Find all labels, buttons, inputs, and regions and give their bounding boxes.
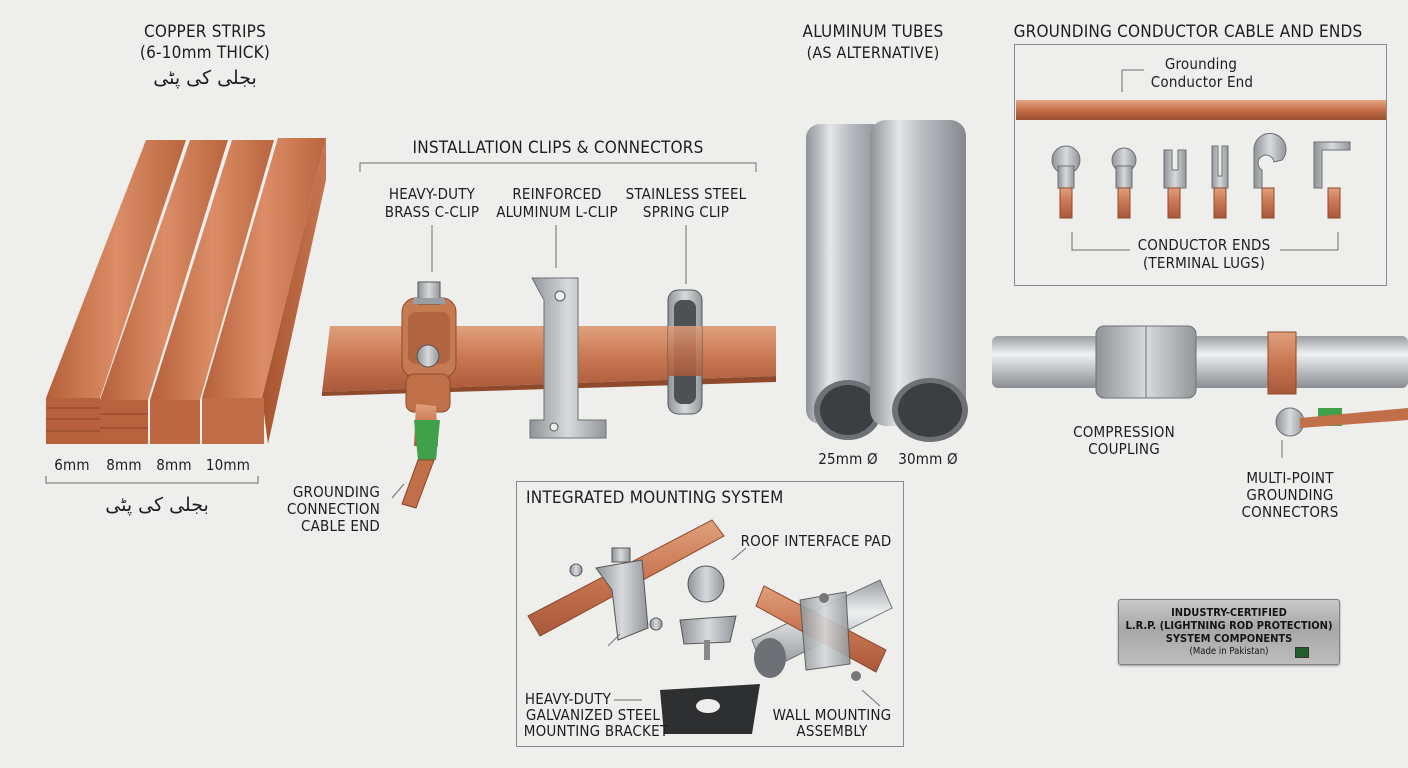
al-clip-label-line2: ALUMINUM L-CLIP [496,203,618,221]
copper-strips-title: COPPER STRIPS [143,22,267,42]
copper-strips-thickness: (6-10mm THICK) [139,43,271,63]
size-label-6mm: 6mm [54,456,90,474]
brass-clip-label-line2: BRASS C-CLIP [384,203,480,221]
plate-line3: SYSTEM COMPONENTS [1165,632,1293,645]
brass-c-clip [401,281,457,509]
tube-size-25mm: 25mm Ø [818,450,878,468]
size-label-8mm-a: 8mm [106,456,142,474]
coupling-label-line2: COUPLING [1088,440,1160,458]
roof-pad-label: ROOF INTERFACE PAD [740,532,892,550]
copper-size-bracket [45,476,259,484]
aluminum-tube-25mm [806,124,886,440]
bracket-label-line3: MOUNTING BRACKET [523,722,669,740]
grounding-cable-and-lugs [1016,69,1386,251]
aluminum-tubes-title-line1: ALUMINUM TUBES [802,22,944,42]
coupling-label-line1: COMPRESSION [1073,423,1175,441]
aluminum-l-clip [529,277,607,439]
multi-point-line3: CONNECTORS [1241,503,1339,521]
lugs-label-line1: CONDUCTOR ENDS [1137,236,1271,254]
cable-end-label-line3: CABLE END [300,517,380,535]
certification-plate: INDUSTRY-CERTIFIED L.R.P. (LIGHTNING ROD… [1118,599,1340,665]
mounting-system-illustration [527,519,893,734]
copper-strips-urdu-bottom: بجلی کی پٹی [105,494,209,516]
grounding-end-line2: Conductor End [1150,73,1254,91]
wall-mount-label-line2: ASSEMBLY [796,722,868,740]
aluminum-tubes-title-line2: (AS ALTERNATIVE) [806,43,940,62]
grounding-conductor-frame [1014,44,1387,286]
lugs-label-line2: (TERMINAL LUGS) [1142,254,1266,272]
tube-size-30mm: 30mm Ø [898,450,958,468]
clips-title-bracket [359,162,757,172]
plate-line4: (Made in Pakistan) [1189,646,1269,657]
leader-lines [391,225,687,499]
bracket-label-line2: GALVANIZED STEEL [525,706,661,724]
cable-end-label-line2: CONNECTION [286,500,380,518]
bracket-label-line1: HEAVY-DUTY [524,690,612,708]
pakistan-flag-icon [1295,647,1309,658]
clips-title: INSTALLATION CLIPS & CONNECTORS [412,138,704,158]
size-label-10mm: 10mm [205,456,251,474]
aluminum-pipe-with-coupling [992,325,1408,458]
stainless-spring-clip [667,289,703,415]
mounting-system-frame [516,481,904,747]
cable-end-label-line1: GROUNDING [292,483,380,501]
ss-clip-label-line2: SPRING CLIP [642,203,730,221]
brass-clip-label-line1: HEAVY-DUTY [388,185,476,203]
al-clip-label-line1: REINFORCED [512,185,602,203]
ss-clip-label-line1: STAINLESS STEEL [625,185,747,203]
copper-strips-stack [46,138,326,444]
wall-mount-label-line1: WALL MOUNTING [772,706,892,724]
grounding-title: GROUNDING CONDUCTOR CABLE AND ENDS [1013,22,1363,42]
multi-point-line2: GROUNDING [1246,486,1334,504]
aluminum-tube-30mm [870,120,968,442]
plate-line2: L.R.P. (LIGHTNING ROD PROTECTION) [1125,619,1333,632]
grounding-end-line1: Grounding [1164,55,1238,73]
multi-point-line1: MULTI-POINT [1246,469,1334,487]
copper-strips-urdu-top: بجلی کی پٹی [153,67,257,89]
plate-line1: INDUSTRY-CERTIFIED [1171,606,1287,619]
size-label-8mm-b: 8mm [156,456,192,474]
mounting-title: INTEGRATED MOUNTING SYSTEM [526,488,784,508]
